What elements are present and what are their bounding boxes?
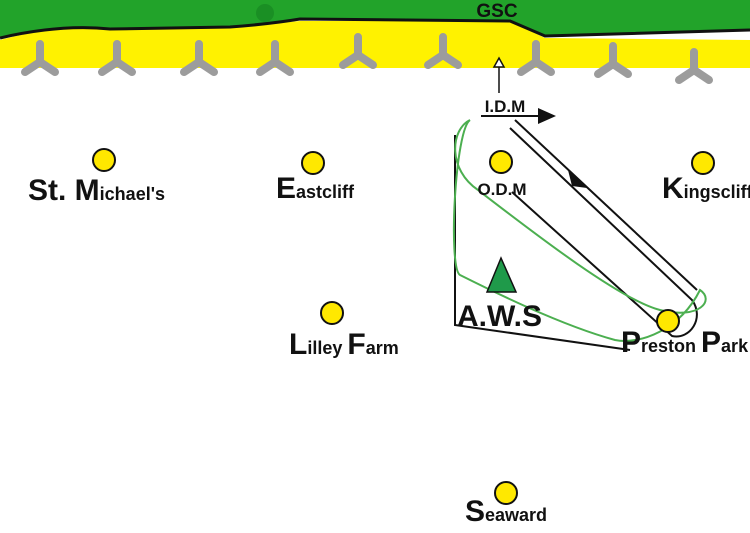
sand-strip [0,21,750,68]
flight-path-track-inner [514,119,698,291]
pylon-icon [517,40,555,76]
pylon-icon [675,48,713,84]
route-lines [452,119,707,351]
idm-marker: I.D.M [481,56,556,124]
idm-label: I.D.M [485,97,526,116]
shore-line [0,17,750,40]
kingscliff-dot [691,151,715,175]
gsc-label: GSC [476,1,517,22]
lilley-farm-dot [320,301,344,325]
direction-arrow-icon [568,170,587,188]
lilley-farm-label: Lilley Farm [289,328,399,361]
eastcliff-label: Eastcliff [276,172,355,205]
up-arrow-icon [492,56,506,68]
pylon-icon [21,40,59,76]
green-circuit [452,119,707,342]
seaward-label: Seaward [465,495,547,528]
st-michaels-dot [92,148,116,172]
right-arrow-icon [538,108,556,124]
odm-label: O.D.M [477,180,526,199]
preston-park-label: Preston Park [621,326,749,359]
eastcliff-dot [301,151,325,175]
pylon-icon [98,40,136,76]
pylon-icon [594,42,632,78]
odm-dot [489,150,513,174]
green-dot-icon [256,4,274,22]
aws-tower-icon [485,256,518,293]
preston-park-dot [656,309,680,333]
pylon-icon [256,40,294,76]
seaward-dot [494,481,518,505]
pylon-icon [180,40,218,76]
kingscliff-label: Kingscliff [662,172,750,205]
coastline: GSC [0,0,750,68]
location-dots [92,148,715,505]
pylon-icon [339,33,377,69]
aws-label: A.W.S [457,300,542,333]
pylon-icon [424,33,462,69]
pylon-row [21,33,713,84]
st-michaels-label: St. Michael's [28,174,165,207]
